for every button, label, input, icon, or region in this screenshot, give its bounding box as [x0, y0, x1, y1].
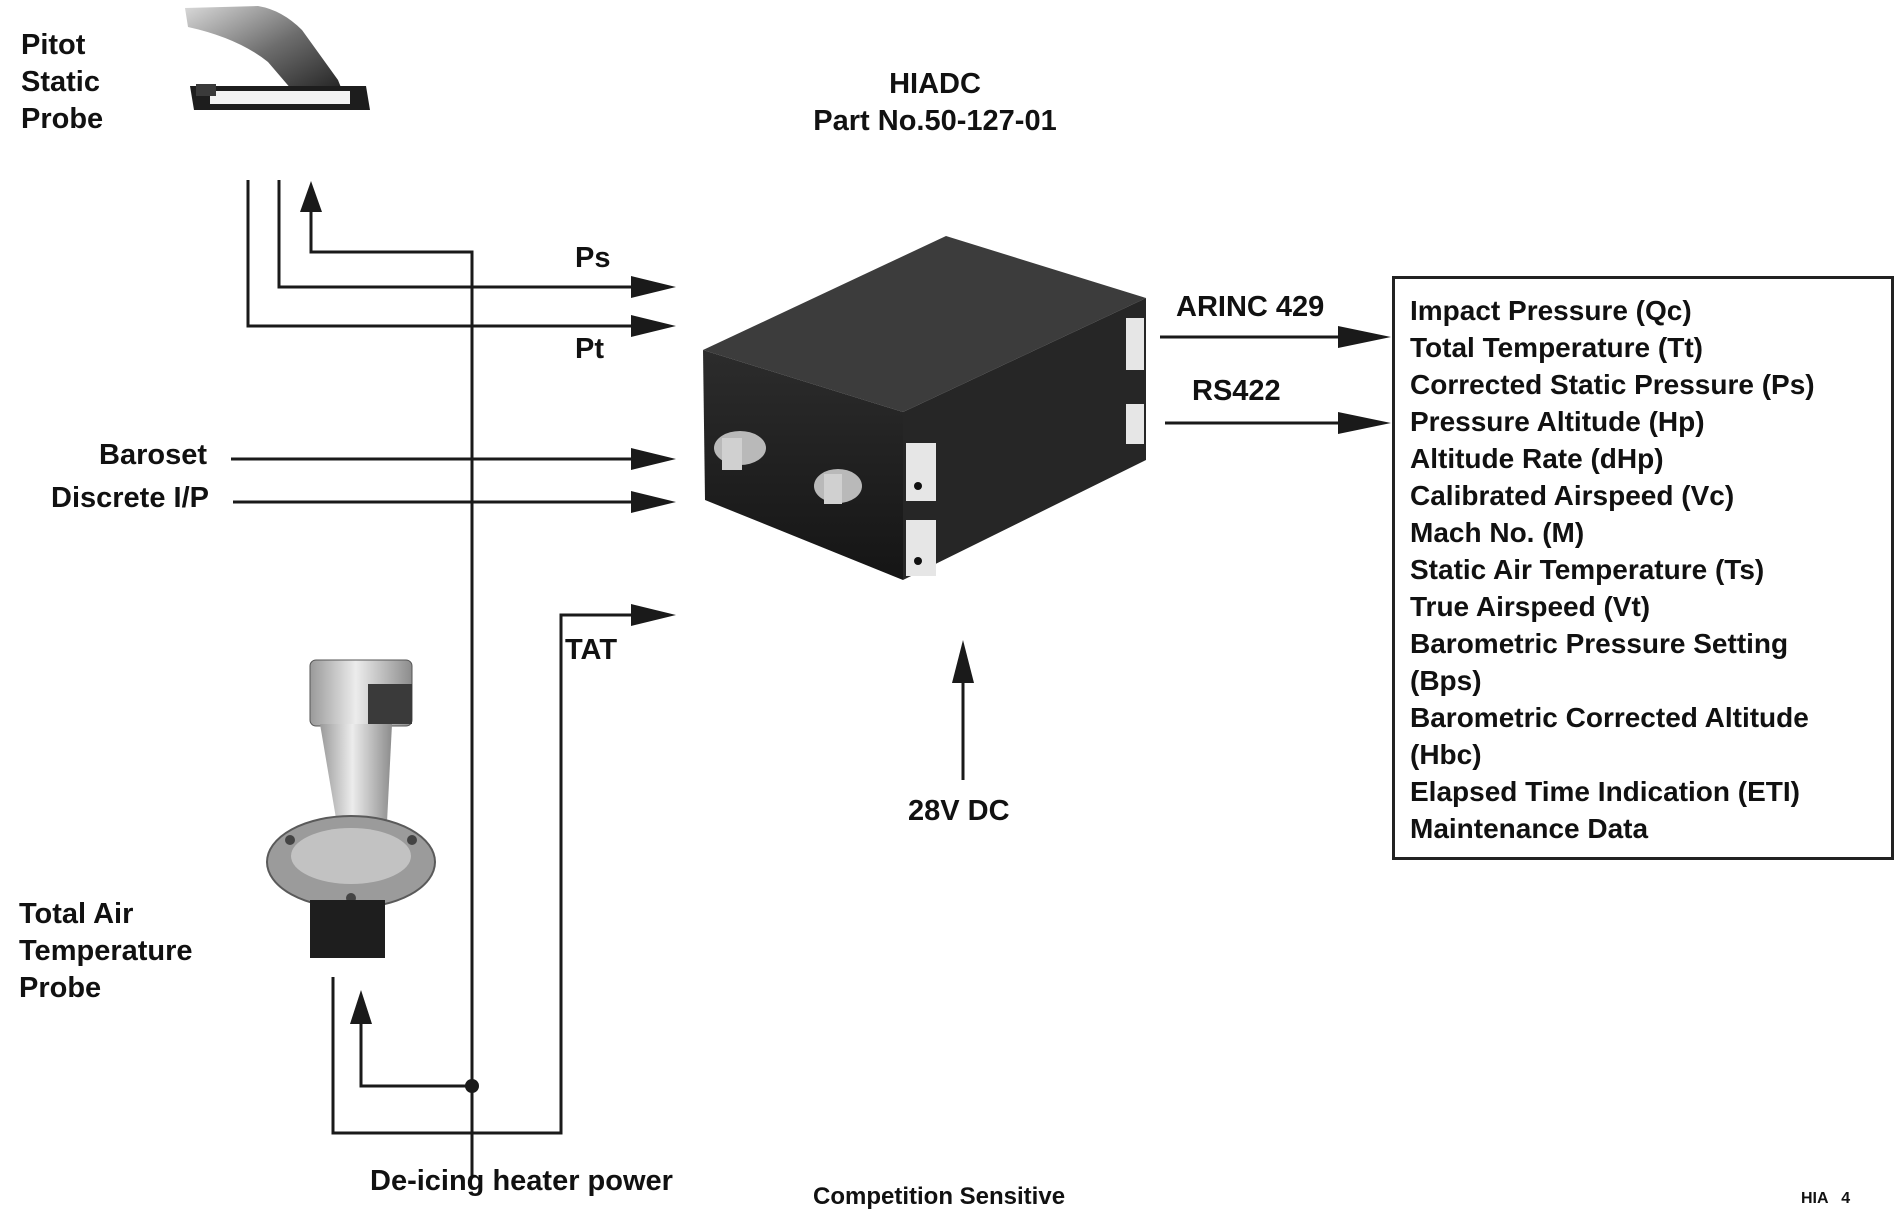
pitot-label-line-2: Static [21, 64, 103, 101]
pitot-label-line-1: Pitot [21, 27, 103, 64]
output-parameter: Altitude Rate (dHp) [1410, 440, 1891, 477]
tat-label-line-2: Temperature [19, 933, 193, 970]
output-parameter-list: Impact Pressure (Qc) Total Temperature (… [1410, 292, 1891, 847]
deicing-power-label: De-icing heater power [370, 1163, 673, 1200]
output-parameter: Corrected Static Pressure (Ps) [1410, 366, 1891, 403]
power-arrowhead [952, 640, 974, 683]
arrowheads-pitot [300, 181, 676, 337]
arrowheads-discrete [631, 448, 676, 513]
pitot-static-probe-image [185, 6, 370, 110]
output-parameter: (Bps) [1410, 662, 1891, 699]
output-parameter: Maintenance Data [1410, 810, 1891, 847]
output-parameter: Mach No. (M) [1410, 514, 1891, 551]
output-parameter: True Airspeed (Vt) [1410, 588, 1891, 625]
tat-probe-label: Total Air Temperature Probe [19, 896, 193, 1007]
power-label: 28V DC [908, 793, 1010, 830]
discrete-input-label: Discrete I/P [20, 480, 209, 517]
output-parameter: Static Air Temperature (Ts) [1410, 551, 1891, 588]
hiadc-unit-image [703, 236, 1146, 580]
output-parameter: Calibrated Airspeed (Vc) [1410, 477, 1891, 514]
output-parameter: Elapsed Time Indication (ETI) [1410, 773, 1891, 810]
ps-label: Ps [575, 240, 610, 277]
pt-label: Pt [575, 331, 604, 368]
tat-label-line-3: Probe [19, 970, 193, 1007]
output-parameter: Impact Pressure (Qc) [1410, 292, 1891, 329]
output-parameters-box: Impact Pressure (Qc) Total Temperature (… [1392, 276, 1894, 860]
pitot-static-probe-label: Pitot Static Probe [21, 27, 103, 138]
tat-label: TAT [565, 632, 617, 669]
output-parameter: (Hbc) [1410, 736, 1891, 773]
output-parameter: Barometric Corrected Altitude [1410, 699, 1891, 736]
pitot-label-line-3: Probe [21, 101, 103, 138]
output-parameter: Pressure Altitude (Hp) [1410, 403, 1891, 440]
arinc-429-label: ARINC 429 [1176, 289, 1324, 326]
pitot-lines [248, 180, 638, 1176]
classification-footer: Competition Sensitive [813, 1183, 1065, 1211]
output-parameter: Barometric Pressure Setting [1410, 625, 1891, 662]
arrowheads-output [1338, 326, 1391, 434]
part-number: Part No.50-127-01 [700, 103, 1170, 140]
page-tag: HIA 4 [1801, 1190, 1850, 1208]
tat-probe-image [267, 660, 435, 958]
unit-title-block: HIADC Part No.50-127-01 [700, 66, 1170, 140]
output-parameter: Total Temperature (Tt) [1410, 329, 1891, 366]
discrete-input-lines [231, 459, 638, 502]
rs422-label: RS422 [1192, 373, 1281, 410]
tat-label-line-1: Total Air [19, 896, 193, 933]
baroset-label: Baroset [20, 437, 207, 474]
unit-title: HIADC [700, 66, 1170, 103]
deicing-junction-dot [465, 1079, 479, 1093]
